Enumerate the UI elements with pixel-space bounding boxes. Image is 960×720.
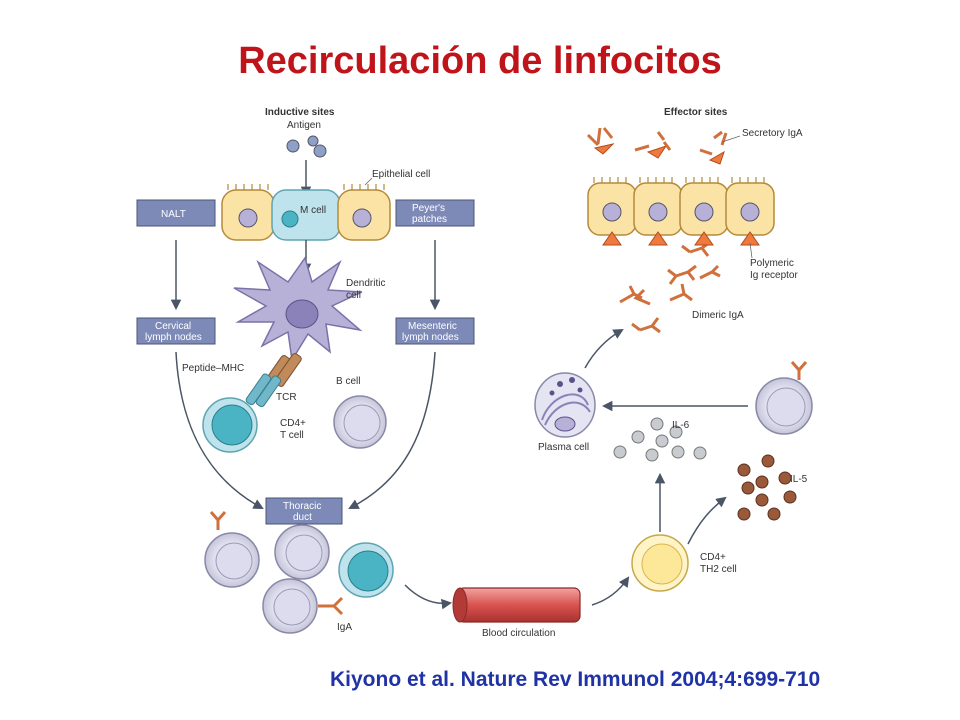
- il6-cytokines: [613, 417, 707, 462]
- th2-label-line2: TH2 cell: [700, 564, 737, 575]
- m-cell-label: M cell: [300, 205, 326, 216]
- thoracic-duct-box: Thoracic duct: [265, 497, 343, 525]
- epithelial-cell-label: Epithelial cell: [372, 169, 430, 180]
- inductive-sites-heading: Inductive sites: [265, 107, 335, 118]
- b-cell-label: B cell: [336, 376, 360, 387]
- peptide-mhc-tcr-complex: [245, 353, 302, 408]
- th2-cell: [631, 534, 689, 592]
- citation: Kiyono et al. Nature Rev Immunol 2004;4:…: [330, 668, 821, 691]
- b-cell: [333, 395, 387, 449]
- secretory-iga-label: Secretory IgA: [742, 128, 803, 139]
- antigen-particles: [286, 135, 327, 158]
- dendritic-label-line1: Dendritic: [346, 278, 385, 289]
- cd4-t-cell-label-line1: CD4+: [280, 418, 306, 429]
- il5-label: IL-5: [790, 474, 808, 485]
- effector-epithelium: [587, 177, 775, 246]
- il6-label: IL-6: [672, 420, 690, 431]
- cervical-label-line2: lymph nodes: [145, 332, 202, 343]
- mesenteric-label-line2: lymph nodes: [402, 332, 459, 343]
- plasma-cell: [534, 372, 596, 438]
- cervical-lymph-nodes-box: Cervical lymph nodes: [136, 317, 216, 345]
- antigen-label: Antigen: [287, 120, 321, 131]
- thoracic-label-line2: duct: [293, 512, 312, 523]
- polymeric-receptor-label-line1: Polymeric: [750, 258, 794, 269]
- peyers-patches-box: Peyer's patches: [395, 199, 475, 227]
- blood-vessel: [452, 587, 581, 623]
- tcr-label: TCR: [276, 392, 297, 403]
- secretory-iga-molecules: [586, 127, 728, 165]
- mesenteric-label-line1: Mesenteric: [408, 321, 457, 332]
- peptide-mhc-label: Peptide–MHC: [182, 363, 244, 374]
- nalt-box: NALT: [136, 199, 216, 227]
- effector-sites-heading: Effector sites: [664, 107, 728, 118]
- thoracic-label-line1: Thoracic: [283, 501, 321, 512]
- inductive-epithelium: [221, 184, 391, 241]
- iga-b-cell: [755, 360, 813, 435]
- slide-title: Recirculación de linfocitos: [238, 40, 722, 82]
- peyers-label-line1: Peyer's: [412, 203, 445, 214]
- polymeric-receptor-label-line2: Ig receptor: [750, 270, 798, 281]
- dimeric-iga-label: Dimeric IgA: [692, 310, 744, 321]
- lymphocyte-cluster: [204, 510, 394, 634]
- cd4-t-cell-label-line2: T cell: [280, 430, 304, 441]
- dendritic-label-line2: cell: [346, 290, 361, 301]
- mesenteric-lymph-nodes-box: Mesenteric lymph nodes: [395, 317, 475, 345]
- th2-label-line1: CD4+: [700, 552, 726, 563]
- nalt-label: NALT: [161, 209, 186, 220]
- dendritic-cell: [233, 256, 363, 363]
- il5-cytokines: [737, 454, 797, 521]
- cd4-t-cell: [202, 397, 258, 453]
- iga-label: IgA: [337, 622, 352, 633]
- blood-circulation-label: Blood circulation: [482, 628, 555, 639]
- peyers-label-line2: patches: [412, 214, 447, 225]
- cervical-label-line1: Cervical: [155, 321, 191, 332]
- plasma-cell-label: Plasma cell: [538, 442, 589, 453]
